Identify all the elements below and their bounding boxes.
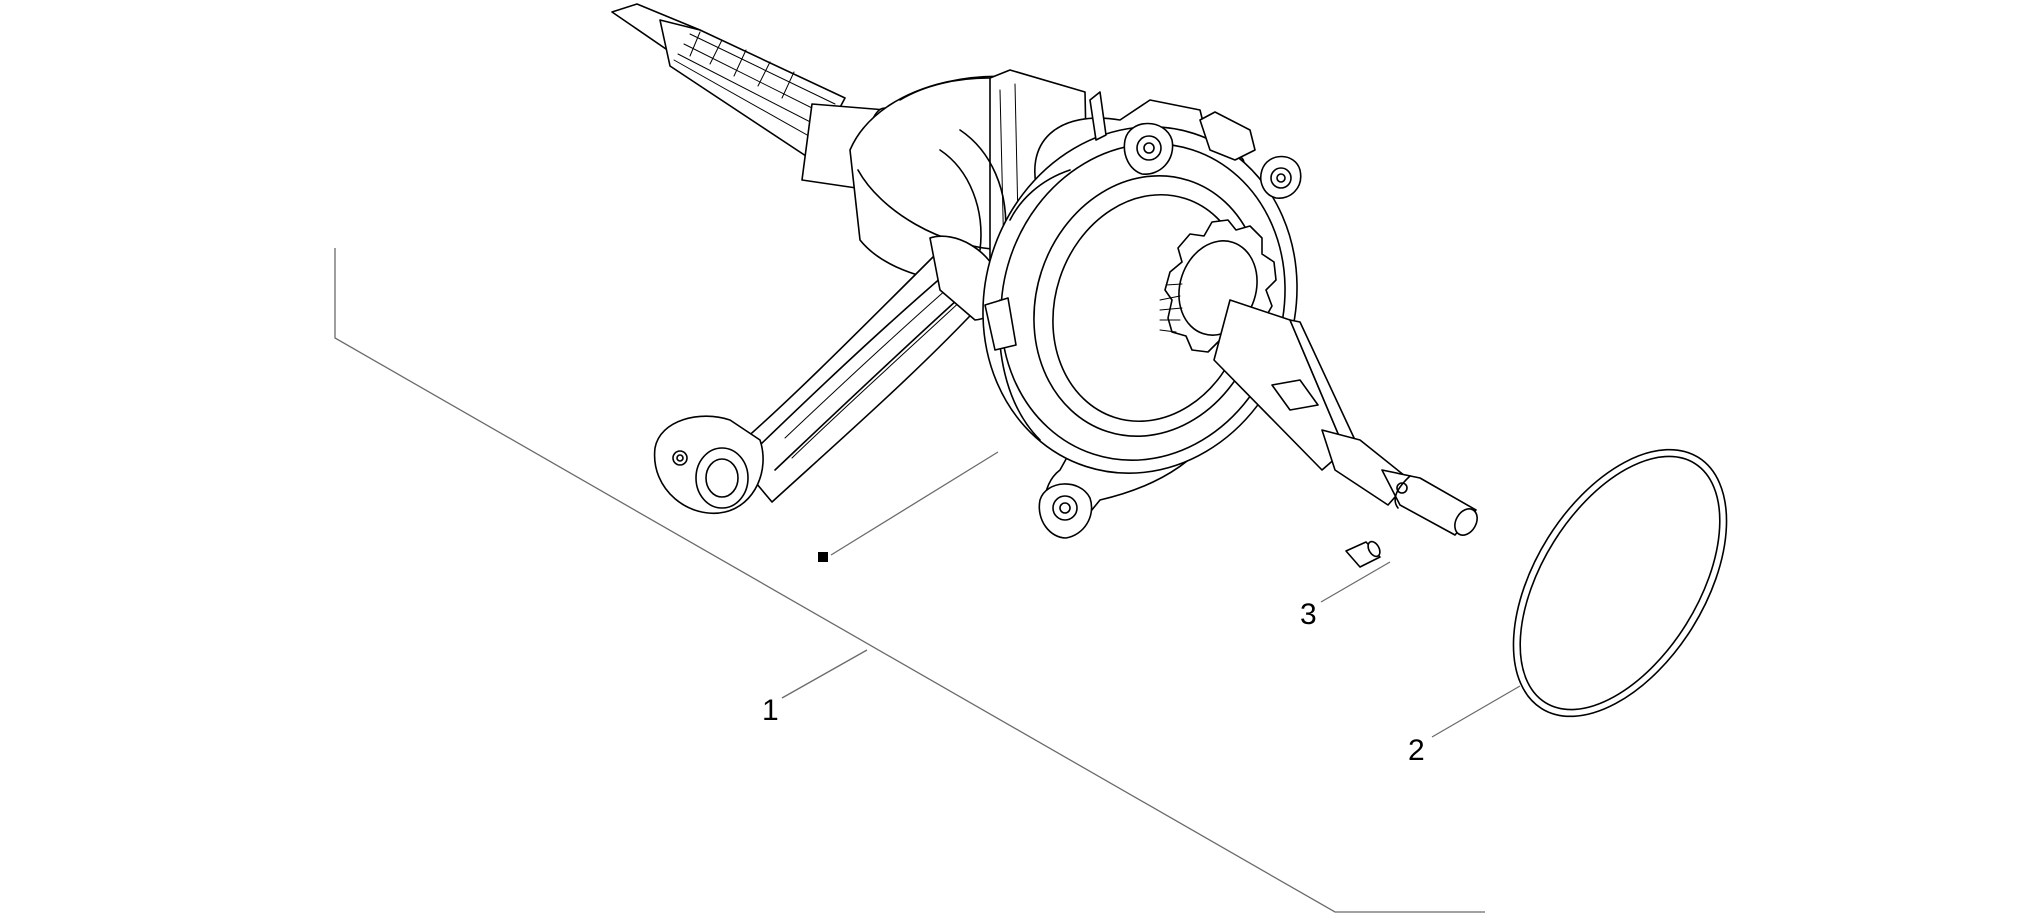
leader-line-3 bbox=[1320, 561, 1391, 603]
mounting-lugs bbox=[1038, 91, 1302, 539]
callout-1: 1 bbox=[762, 694, 779, 727]
leader-line-assembly-marker bbox=[830, 451, 999, 556]
filled-square-icon bbox=[818, 552, 828, 562]
callout-2: 2 bbox=[1408, 734, 1425, 767]
dowel-pin bbox=[1345, 540, 1381, 568]
crankshaft-assembly bbox=[611, 3, 1478, 539]
leader-lines bbox=[781, 451, 1521, 738]
main-flange bbox=[982, 99, 1298, 531]
leader-line-2 bbox=[1431, 685, 1521, 738]
leader-line-1 bbox=[781, 649, 868, 699]
o-ring-gasket bbox=[1512, 448, 1728, 718]
right-tapered-shaft bbox=[1213, 299, 1478, 536]
connecting-rod bbox=[653, 235, 1003, 515]
callout-3: 3 bbox=[1300, 598, 1317, 631]
assembly-bracket bbox=[334, 248, 1485, 913]
